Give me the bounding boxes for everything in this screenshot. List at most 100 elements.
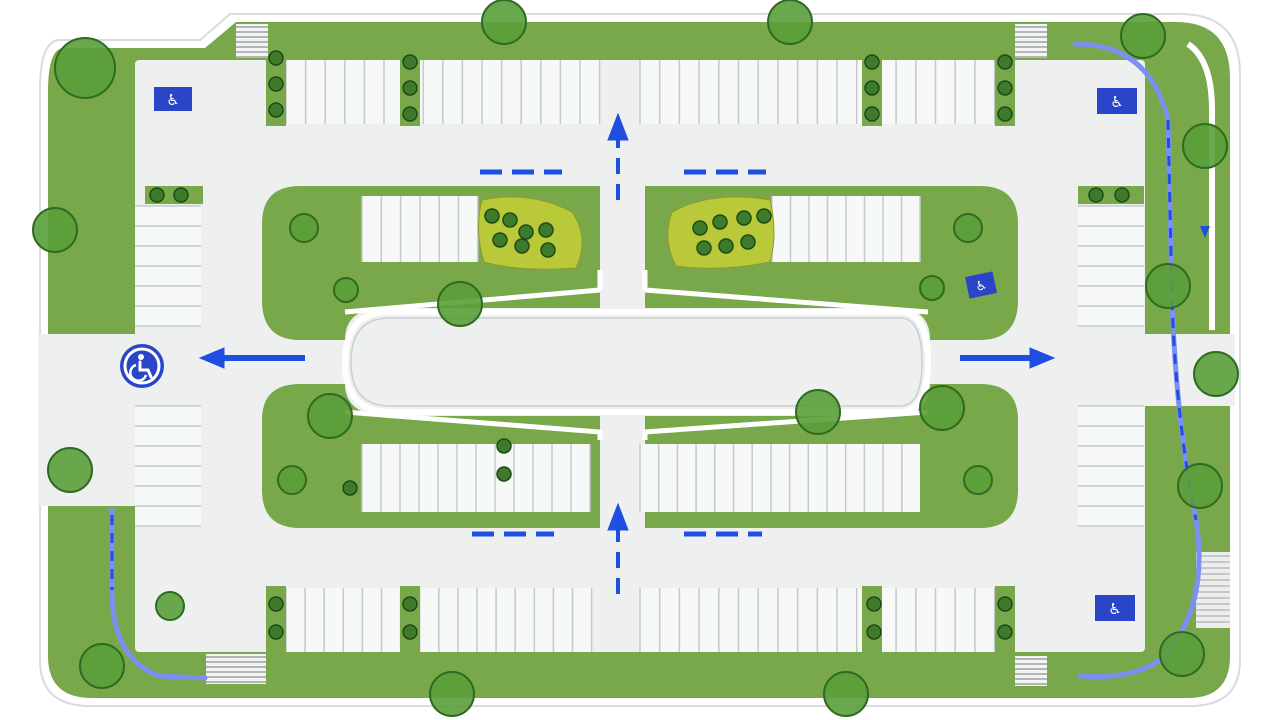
stall-row-north-west [285,60,601,124]
tree-icon [953,213,983,243]
shrub-icon [997,596,1013,612]
shrub-icon [692,220,708,236]
arrow-north-icon [607,112,629,200]
shrub-icon [402,54,418,70]
crosswalk-icon [1015,656,1047,686]
wheelchair-icon [120,344,164,388]
arrow-west-icon [198,347,305,369]
stall-row-west-lower [135,405,201,527]
tree-icon [1159,631,1205,677]
tree-icon [79,643,125,689]
tree-icon [795,389,841,435]
shrub-icon [496,466,512,482]
stall-row-center-south-west [361,444,591,512]
tree-icon [54,37,116,99]
tree-icon [289,213,319,243]
shrub-icon [173,187,189,203]
shrub-icon [1114,187,1130,203]
arrow-east-icon [960,347,1056,369]
shrub-icon [538,222,554,238]
tree-icon [823,671,869,717]
stall-row-south-east [639,588,996,652]
shrub-icon [756,208,772,224]
shrub-icon [402,80,418,96]
tree-icon [437,281,483,327]
center-island-north-east [645,186,1018,340]
shrub-icon [502,212,518,228]
tree-icon [767,0,813,45]
stall-row-east-lower [1078,405,1144,527]
shrub-icon [864,106,880,122]
shrubs [149,50,1130,640]
shrub-icon [997,54,1013,70]
wheelchair-icon: ♿ [154,87,192,111]
accessible-signs: ♿ ♿ ♿ ♿ [120,87,1137,621]
svg-text:♿: ♿ [1108,600,1121,618]
shrub-icon [402,624,418,640]
center-roundabout [341,270,932,440]
shrub-icon [866,624,882,640]
stall-row-center-north-east [771,196,921,262]
shrub-icon [268,624,284,640]
arrow-north-icon [607,502,629,594]
shrub-icon [342,480,358,496]
shrub-icon [268,50,284,66]
tree-icon [1182,123,1228,169]
tree-icon [155,591,185,621]
stall-row-east-upper [1078,205,1144,327]
tree-icon [963,465,993,495]
svg-text:♿: ♿ [974,278,989,295]
tree-icon [333,277,359,303]
shrub-icon [514,238,530,254]
svg-text:♿: ♿ [166,91,179,109]
tree-icon [307,393,353,439]
tree-icon [32,207,78,253]
shrub-icon [149,187,165,203]
trees [32,0,1239,717]
wheelchair-icon: ♿ [1097,88,1137,114]
crosswalk-icon [236,24,268,58]
shrub-icon [1088,187,1104,203]
shrub-icon [740,234,756,250]
shrub-icon [712,214,728,230]
stall-row-west-upper [135,205,201,327]
shrub-icon [268,102,284,118]
shrub-icon [540,242,556,258]
stall-row-center-north-west [361,196,479,262]
shrub-icon [402,596,418,612]
crosswalk-icon [206,654,266,684]
shrub-icon [997,80,1013,96]
tree-icon [919,275,945,301]
stall-row-north-east [639,60,996,124]
shrub-icon [492,232,508,248]
shrub-icon [997,106,1013,122]
tree-icon [47,447,93,493]
shrub-icon [736,210,752,226]
ramp-icon [1196,552,1230,628]
tree-icon [481,0,527,45]
stall-row-south-west [285,588,593,652]
shrub-icon [496,438,512,454]
tree-icon [1177,463,1223,509]
shrub-icon [866,596,882,612]
traffic-arrows [198,112,1056,594]
tree-icon [429,671,475,717]
shrub-icon [484,208,500,224]
shrub-bed [667,196,775,269]
shrub-icon [268,596,284,612]
shrub-icon [718,238,734,254]
path-direction-arrow [1200,226,1210,238]
tree-icon [1120,13,1166,59]
tree-icon [1145,263,1191,309]
svg-text:♿: ♿ [1110,93,1123,111]
shrub-icon [864,80,880,96]
shrub-icon [997,624,1013,640]
crosswalk-icon [1015,24,1047,58]
shrub-icon [518,224,534,240]
stall-row-center-south-east [639,444,920,512]
wheelchair-icon: ♿ [965,271,997,299]
crosswalks [206,24,1230,686]
shrub-icon [268,76,284,92]
